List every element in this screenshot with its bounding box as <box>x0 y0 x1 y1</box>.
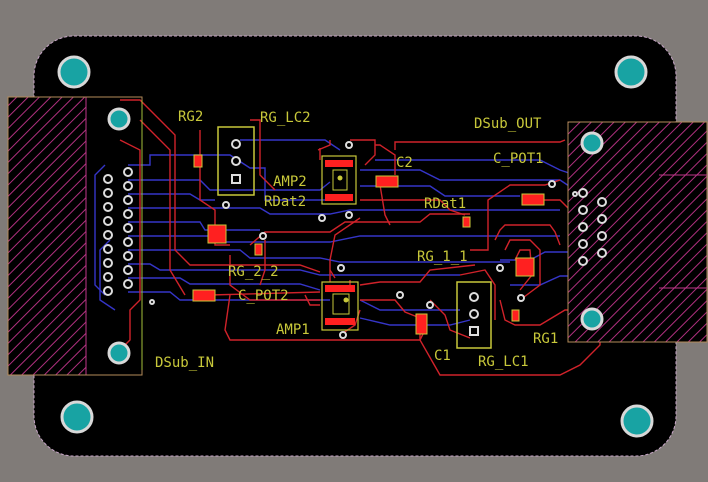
label-c2: C2 <box>396 155 413 171</box>
rg1-resistor[interactable] <box>511 309 520 322</box>
dsub-in-pins <box>103 167 133 296</box>
label-c-pot2: C_POT2 <box>238 288 289 304</box>
label-rg-lc2: RG_LC2 <box>260 110 311 126</box>
mounting-hole-bottom-left[interactable] <box>60 400 94 434</box>
label-dsub-out: DSub_OUT <box>474 116 542 132</box>
dsub-in-connector[interactable] <box>7 96 143 376</box>
dsub-out-connector[interactable] <box>567 121 708 343</box>
dsub-out-body-outline <box>567 121 708 343</box>
label-rg2: RG2 <box>178 109 203 125</box>
rg-lc1-component[interactable] <box>456 281 492 349</box>
label-amp1: AMP1 <box>276 322 310 338</box>
silkscreen-labels: RG2 RG_LC2 AMP2 C2 DSub_OUT C_POT1 RDat2… <box>155 109 558 371</box>
rg-1-1-trimmer[interactable] <box>515 257 535 277</box>
amp2-ic[interactable] <box>321 155 357 205</box>
label-dsub-in: DSub_IN <box>155 355 214 371</box>
label-rg1: RG1 <box>533 331 558 347</box>
c1-capacitor[interactable] <box>415 313 428 335</box>
amp1-ic[interactable] <box>321 281 359 331</box>
dsub-out-mount-hole-bottom <box>580 307 604 331</box>
dsub-out-mount-hole-top <box>580 131 604 155</box>
rdat1-resistor[interactable] <box>462 216 471 228</box>
mounting-hole-top-left[interactable] <box>57 55 91 89</box>
rg-2-2-trimmer[interactable] <box>207 224 227 244</box>
label-amp2: AMP2 <box>273 174 307 190</box>
dsub-out-pins <box>578 188 607 266</box>
mounting-hole-bottom-right[interactable] <box>620 404 654 438</box>
label-rg-1-1: RG_1_1 <box>417 249 468 265</box>
c2-capacitor[interactable] <box>375 175 399 188</box>
label-rg-2-2: RG_2_2 <box>228 264 279 280</box>
mounting-hole-top-right[interactable] <box>614 55 648 89</box>
bottom-layer-traces <box>94 139 591 326</box>
vias <box>149 141 578 339</box>
dsub-in-hatch-shell <box>7 96 87 376</box>
label-rdat2: RDat2 <box>264 194 306 210</box>
rg-lc2-component[interactable] <box>217 126 255 196</box>
rg2-resistor[interactable] <box>193 154 203 168</box>
dsub-in-mount-hole-bottom <box>107 341 131 365</box>
top-layer-traces <box>119 99 601 376</box>
label-c1: C1 <box>434 348 451 364</box>
rdat2-resistor[interactable] <box>254 243 263 256</box>
label-c-pot1: C_POT1 <box>493 151 544 167</box>
label-rg-lc1: RG_LC1 <box>478 354 529 370</box>
label-rdat1: RDat1 <box>424 196 466 212</box>
c-pot1-capacitor[interactable] <box>521 193 545 206</box>
smd-components[interactable] <box>192 154 545 335</box>
c-pot2-capacitor[interactable] <box>192 289 216 302</box>
dsub-in-mount-hole-top <box>107 107 131 131</box>
